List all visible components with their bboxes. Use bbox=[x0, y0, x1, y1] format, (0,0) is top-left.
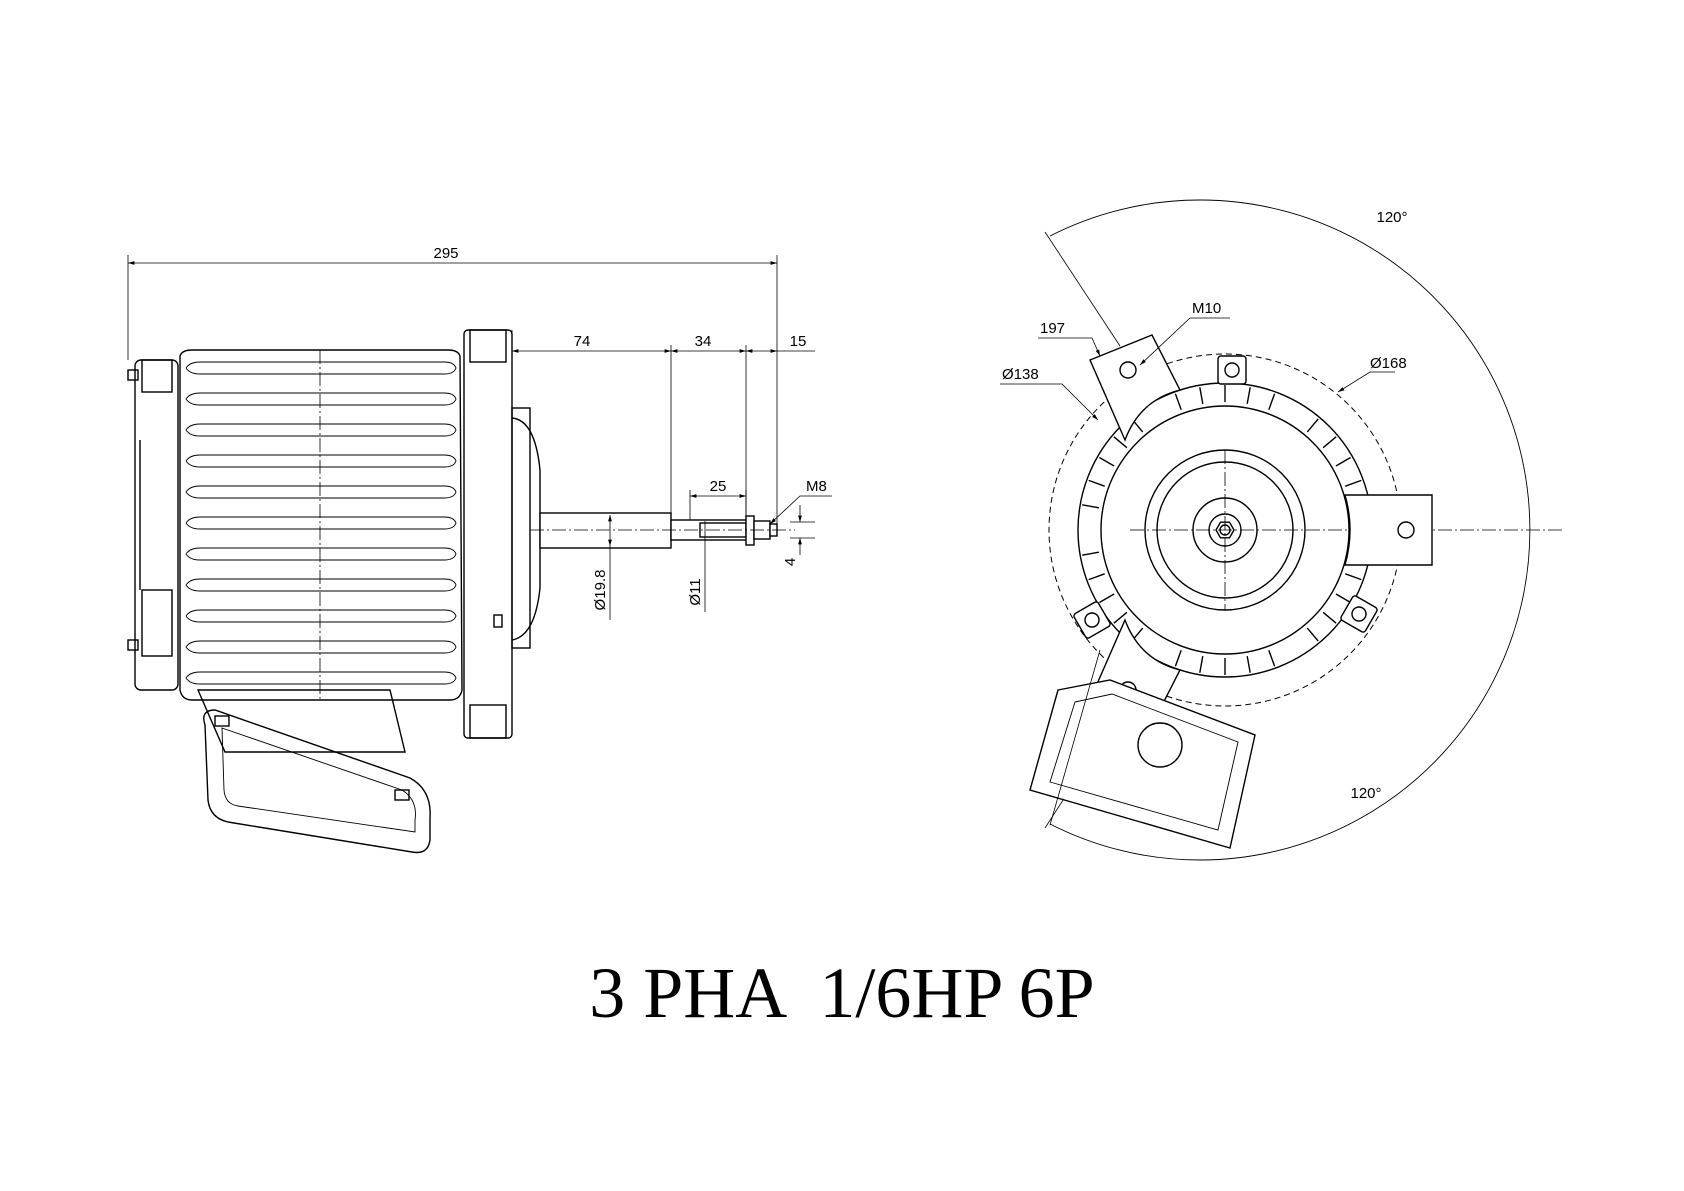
cooling-fin bbox=[185, 485, 457, 499]
terminal-screw-left bbox=[214, 715, 230, 727]
boss-left-hole bbox=[1084, 612, 1100, 628]
housing-rib bbox=[1246, 655, 1251, 673]
rear-lug-top bbox=[141, 359, 173, 393]
boss-left bbox=[1073, 601, 1111, 639]
shaft bbox=[539, 512, 672, 549]
cooling-fins bbox=[185, 361, 457, 685]
dim-168-leader bbox=[1337, 371, 1395, 393]
dim-4-label: 4 bbox=[782, 558, 799, 566]
dim-25-label: 25 bbox=[710, 478, 727, 495]
housing-rib bbox=[1335, 593, 1351, 604]
lug-hole-right bbox=[1397, 521, 1415, 539]
cooling-fin bbox=[185, 578, 457, 592]
dim-m10-leader bbox=[1139, 317, 1230, 366]
cooling-fin bbox=[185, 423, 457, 437]
bearing-housing bbox=[511, 417, 541, 641]
housing-rib bbox=[1088, 573, 1105, 581]
dim-34-label: 34 bbox=[695, 333, 712, 350]
cooling-fin bbox=[185, 671, 457, 685]
dim-dia-shaft-label: Ø19.8 bbox=[592, 570, 609, 611]
housing-rib bbox=[1174, 650, 1182, 667]
end-view: 120° 120° 19 bbox=[1000, 199, 1565, 861]
cooling-fin bbox=[185, 516, 457, 530]
flange-lug-bottom bbox=[469, 704, 507, 739]
flange-boss bbox=[511, 407, 531, 649]
front-flange bbox=[463, 329, 513, 739]
dim-m8-label: M8 bbox=[806, 478, 827, 495]
housing-rib bbox=[1113, 436, 1128, 449]
housing-rib bbox=[1322, 611, 1337, 624]
dim-74-label: 74 bbox=[574, 333, 591, 350]
washer bbox=[745, 515, 755, 546]
housing-rib bbox=[1199, 655, 1204, 673]
radial-line-top bbox=[1044, 231, 1121, 347]
cooling-fin bbox=[185, 361, 457, 375]
boss-right bbox=[1340, 595, 1378, 633]
rear-bolt-top bbox=[127, 369, 139, 381]
dim-168-label: Ø168 bbox=[1370, 355, 1407, 372]
boss-right-hole bbox=[1351, 606, 1367, 622]
housing-rib bbox=[1345, 573, 1362, 581]
housing-rib bbox=[1199, 387, 1204, 405]
housing-rib bbox=[1268, 650, 1276, 667]
cooling-fin bbox=[185, 392, 457, 406]
terminal-screw-right bbox=[394, 789, 410, 801]
dim-15-label: 15 bbox=[790, 333, 807, 350]
stator-body bbox=[179, 349, 463, 701]
angle-top-label: 120° bbox=[1376, 209, 1407, 226]
terminal-box-cover-inner bbox=[221, 727, 416, 833]
lug-right bbox=[1344, 494, 1433, 566]
end-terminal-box bbox=[1029, 679, 1256, 849]
lug-hole-top bbox=[1119, 361, 1137, 379]
housing-rib bbox=[1246, 387, 1251, 405]
cooling-fin bbox=[185, 547, 457, 561]
housing-rib bbox=[1099, 593, 1115, 604]
housing-rib bbox=[1306, 627, 1319, 642]
lug-top-left bbox=[1089, 334, 1182, 442]
angle-bottom-label: 120° bbox=[1350, 785, 1381, 802]
rear-bolt-bottom bbox=[127, 639, 139, 651]
boss-top-hole bbox=[1224, 362, 1240, 378]
housing-rib bbox=[1174, 393, 1182, 410]
rear-lug-bottom bbox=[141, 589, 173, 657]
dim-197-leader bbox=[1038, 337, 1101, 357]
flange-lug-top bbox=[469, 329, 507, 363]
housing-rib bbox=[1268, 393, 1276, 410]
dim-197-label: 197 bbox=[1040, 320, 1065, 337]
end-terminal-box-inner bbox=[1049, 693, 1239, 831]
housing-rib bbox=[1099, 456, 1115, 467]
drawing-title: 3 PHA 1/6HP 6P bbox=[589, 953, 1095, 1033]
housing-rib bbox=[1113, 611, 1128, 624]
terminal-box-cover bbox=[203, 709, 431, 854]
side-view: 295 74 34 15 25 M8 4 Ø19.8 Ø11 bbox=[127, 245, 832, 854]
dim-overall-label: 295 bbox=[433, 245, 458, 262]
housing-face bbox=[1100, 405, 1350, 655]
flange-bolt bbox=[493, 614, 503, 628]
cooling-fin bbox=[185, 454, 457, 468]
dim-dia-tip-label: Ø11 bbox=[687, 578, 704, 605]
dim-138-label: Ø138 bbox=[1002, 366, 1039, 383]
dim-138-leader bbox=[1000, 383, 1099, 421]
cooling-fin bbox=[185, 609, 457, 623]
housing-rib bbox=[1306, 418, 1319, 433]
boss-top bbox=[1217, 355, 1247, 385]
housing-rib bbox=[1082, 504, 1100, 509]
terminal-box-base bbox=[196, 689, 406, 753]
housing-rib bbox=[1082, 551, 1100, 556]
housing-rib bbox=[1345, 479, 1362, 487]
housing-rib bbox=[1322, 436, 1337, 449]
cooling-fin bbox=[185, 640, 457, 654]
housing-rib bbox=[1335, 456, 1351, 467]
housing-rib bbox=[1088, 479, 1105, 487]
cable-gland bbox=[1137, 722, 1183, 768]
dim-m10-label: M10 bbox=[1192, 300, 1221, 317]
shaft-nut bbox=[1215, 521, 1235, 539]
m8-leader bbox=[769, 495, 832, 525]
